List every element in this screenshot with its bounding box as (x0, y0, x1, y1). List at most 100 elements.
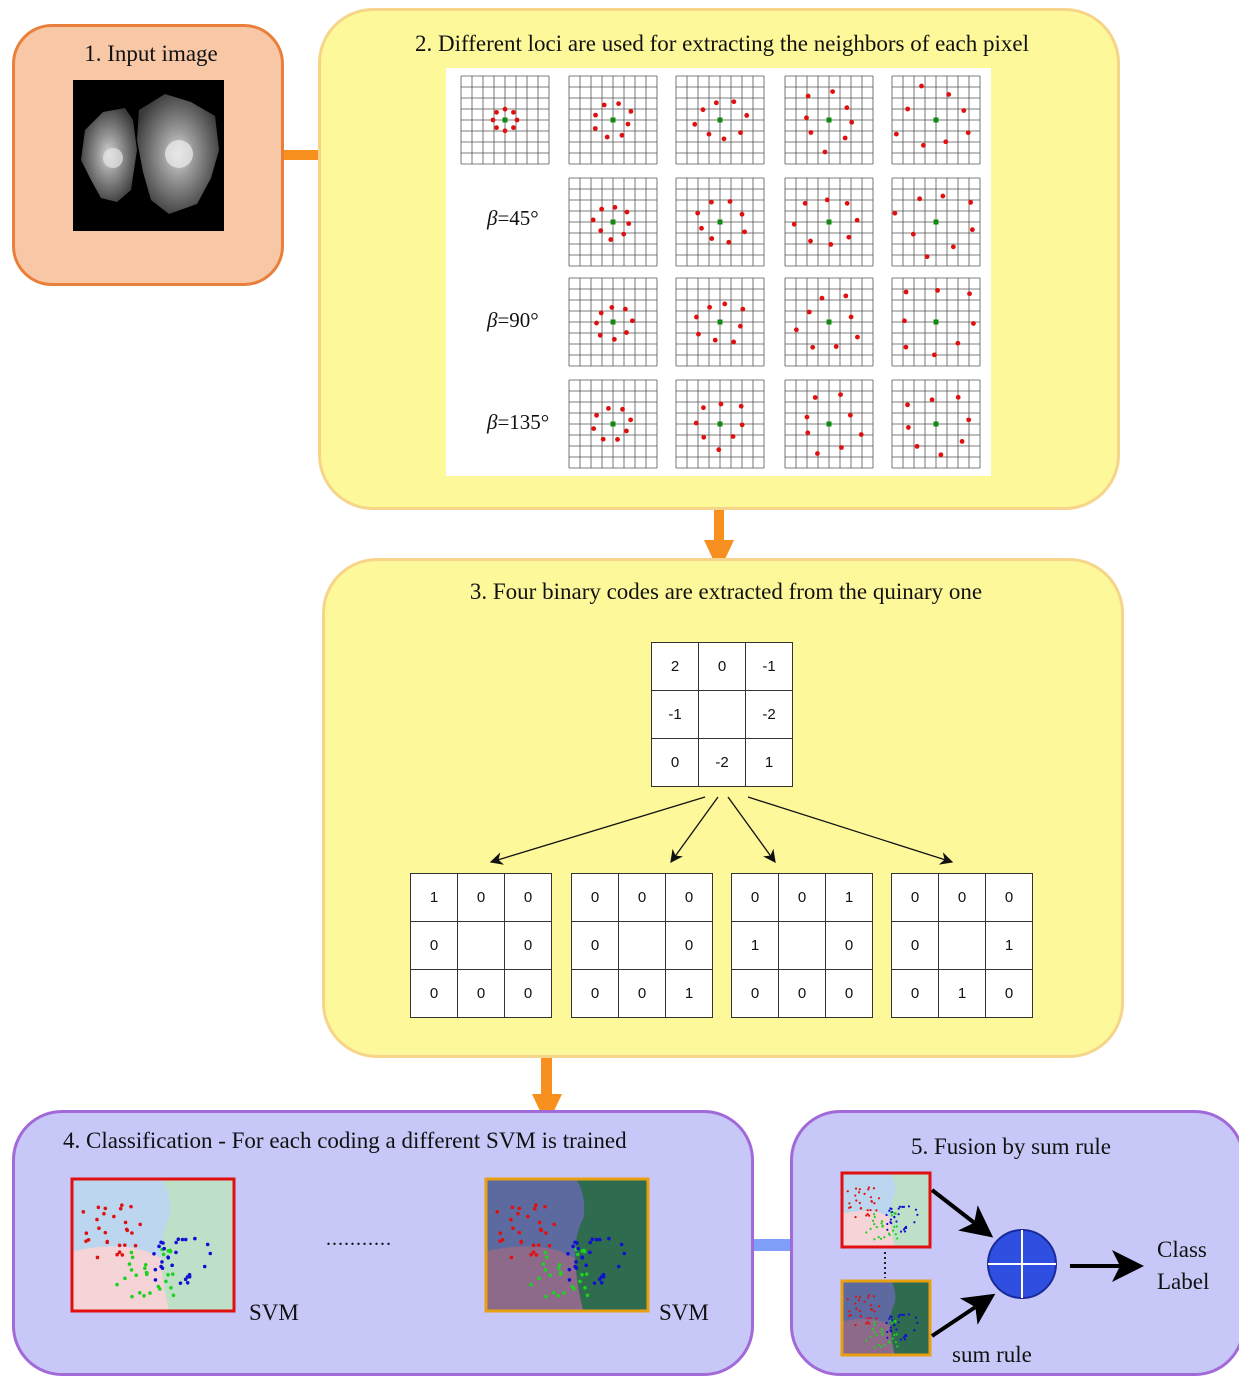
sample-point (872, 1295, 876, 1298)
locus-point (854, 217, 860, 223)
locus-point (716, 447, 722, 453)
step-3-title: 3. Four binary codes are extracted from … (469, 579, 983, 604)
matrix-cell: 1 (410, 873, 458, 922)
matrix-cell: 0 (665, 873, 713, 922)
locus-point (893, 131, 899, 137)
sample-point (160, 1260, 164, 1264)
sample-point (854, 1187, 858, 1190)
matrix-cell: 0 (825, 969, 873, 1018)
sample-point (529, 1252, 533, 1257)
locus-point (849, 119, 855, 125)
locus-point (955, 340, 961, 346)
center-pixel (826, 117, 832, 123)
locus-point (929, 397, 935, 403)
sample-point (879, 1345, 883, 1348)
sample-point (103, 1230, 108, 1235)
sample-point (888, 1209, 891, 1212)
sample-point (889, 1329, 892, 1332)
sample-point (166, 1272, 170, 1277)
sample-point (584, 1263, 588, 1268)
locus-point (844, 105, 850, 111)
sample-point (509, 1255, 514, 1260)
locus-point (810, 344, 816, 350)
sample-point (567, 1278, 572, 1282)
sample-point (890, 1214, 893, 1217)
matrix-cell: 0 (504, 969, 552, 1018)
sample-point (174, 1240, 178, 1245)
sample-point (584, 1272, 589, 1276)
locus-point (622, 306, 628, 312)
sample-point (894, 1341, 897, 1344)
sample-point (916, 1213, 919, 1216)
center-pixel (717, 117, 723, 123)
sample-point (863, 1300, 866, 1303)
locus-point (709, 199, 714, 205)
sample-point (97, 1226, 101, 1230)
sample-point (164, 1279, 168, 1284)
locus-point (709, 236, 715, 241)
sample-point (873, 1321, 876, 1324)
sample-point (557, 1262, 562, 1267)
sample-point (873, 1331, 876, 1334)
sample-point (854, 1302, 857, 1305)
sample-point (896, 1237, 899, 1240)
sample-point (171, 1293, 176, 1298)
sample-point (893, 1225, 896, 1228)
loci-grids (460, 75, 981, 469)
locus-point (707, 304, 712, 310)
locus-grid (891, 379, 981, 469)
locus-point (905, 402, 910, 408)
sample-point (897, 1213, 900, 1216)
sample-point (86, 1238, 91, 1242)
sample-point (517, 1230, 522, 1235)
locus-point (502, 106, 508, 112)
sample-point (875, 1226, 878, 1229)
locus-point (594, 320, 599, 326)
locus-grid (784, 177, 874, 267)
arrow-step2-to-step3 (704, 488, 734, 572)
sample-point (562, 1291, 566, 1295)
matrix-cell: 1 (938, 969, 986, 1018)
sample-point (896, 1345, 899, 1348)
matrix-cell: 0 (410, 921, 458, 970)
locus-grid (784, 277, 874, 367)
sample-point (170, 1263, 174, 1268)
sample-point (895, 1328, 898, 1331)
matrix-cell: 0 (985, 969, 1033, 1018)
sample-point (893, 1333, 896, 1336)
sample-point (616, 1264, 621, 1269)
locus-grid (568, 177, 658, 267)
locus-point (921, 142, 926, 148)
locus-grid (568, 277, 658, 367)
matrix-cell: 0 (618, 873, 666, 922)
sample-point (130, 1294, 134, 1299)
sample-point (137, 1290, 142, 1295)
matrix-cell: 0 (891, 921, 939, 970)
sample-point (857, 1299, 861, 1302)
locus-point (806, 309, 812, 315)
locus-point (967, 291, 972, 297)
center-pixel (502, 117, 508, 123)
locus-point (619, 132, 625, 138)
matrix-cell: 0 (778, 969, 826, 1018)
locus-point (718, 401, 724, 407)
sample-point (516, 1211, 520, 1216)
locus-point (815, 451, 820, 456)
sample-point (873, 1238, 876, 1241)
sample-point (168, 1248, 172, 1253)
sample-point (904, 1225, 908, 1228)
locus-point (905, 425, 911, 430)
sample-point (183, 1277, 188, 1282)
beta-45-label: β=45° (487, 206, 539, 230)
sample-point (849, 1313, 852, 1317)
sample-point (159, 1264, 163, 1269)
sample-point (187, 1272, 192, 1277)
sample-point (580, 1272, 584, 1277)
matrix-cell: -1 (745, 642, 793, 691)
matrix-cell: 1 (745, 738, 793, 787)
sample-point (901, 1313, 904, 1316)
sample-point (871, 1327, 875, 1330)
locus-point (905, 106, 911, 112)
sample-point (898, 1205, 901, 1208)
locus-point (511, 109, 516, 115)
